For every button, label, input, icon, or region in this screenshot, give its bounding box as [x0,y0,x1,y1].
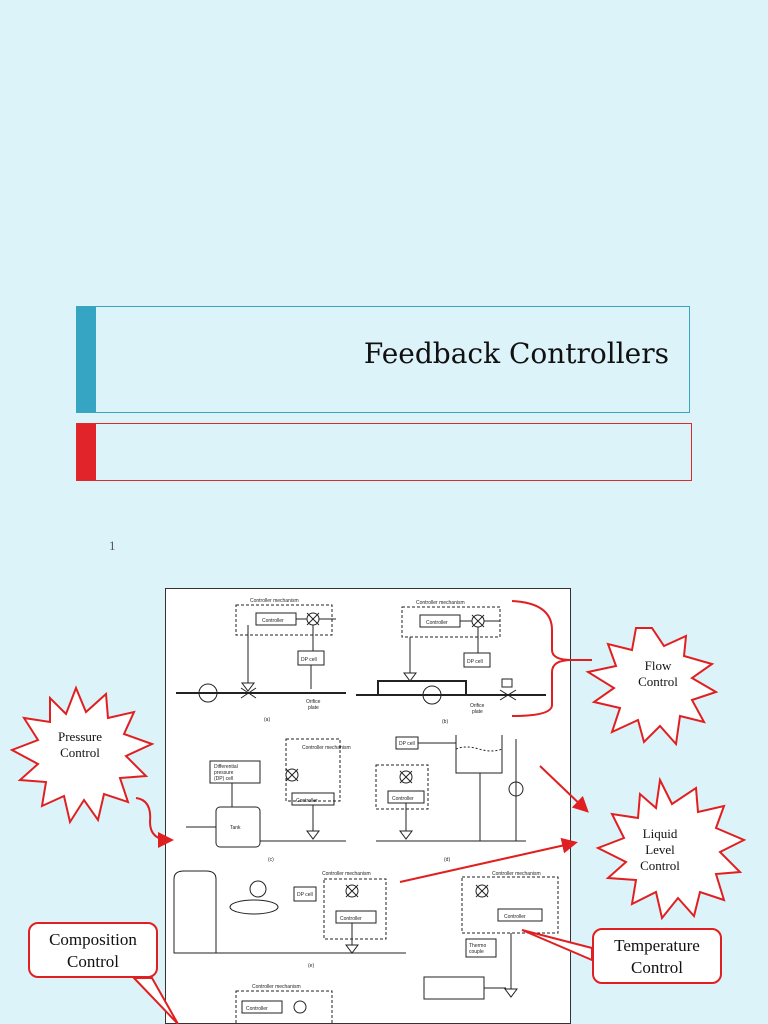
label-dp-3-c: (DP) cell [214,776,233,782]
diagram-drawing: Controller mechanism Controller DP cell … [173,598,559,1023]
pump-b [422,685,442,705]
callout-level: Liquid Level Control [630,826,690,874]
label-controller-d: Controller [392,796,414,802]
drum-e [229,899,279,915]
label-controller-mechanism-g: Controller mechanism [252,984,301,990]
comparator-c [285,768,299,782]
label-controller-mechanism-b: Controller mechanism [416,600,465,606]
label-dp-cell-e: DP cell [297,892,313,898]
label-controller-a: Controller [262,618,284,624]
dp-cell-box-b [463,652,491,668]
controller-box-e [335,910,377,924]
callout-flow-line2: Control [638,674,678,689]
dp-cell-box-e [293,886,317,902]
label-controller-e: Controller [340,916,362,922]
label-thermo-f: Thermo [469,943,486,949]
dp-cell-box-c [209,760,261,784]
tank-d [455,735,503,774]
comparator-f [475,884,489,898]
callout-temperature-line1: Temperature [614,936,700,955]
label-controller-mechanism-e: Controller mechanism [322,871,371,877]
callout-flow-line1: Flow [644,658,672,673]
label-panel-d: (d) [444,857,450,863]
label-controller-mechanism-a: Controller mechanism [250,598,299,604]
callout-temperature-line2: Control [631,958,683,977]
callout-level-line3: Control [640,858,680,873]
title-accent-bar [77,307,96,412]
subtitle-box [76,423,692,481]
label-couple-f: couple [469,949,484,955]
callout-temperature: Temperature Control [592,928,722,984]
label-orifice-a: Orifice [306,699,321,705]
label-dp-cell-b: DP cell [467,659,483,665]
label-panel-b: (b) [442,719,448,725]
callout-composition-line1: Composition [49,930,137,949]
callout-level-line1: Liquid [642,826,678,841]
label-panel-e: (e) [308,963,314,969]
label-dp-cell-a: DP cell [301,657,317,663]
label-controller-f: Controller [504,914,526,920]
column-e [173,870,217,954]
label-tank-c: Tank [230,825,241,831]
controller-mechanism-box-c [285,738,341,802]
process-control-diagram: Controller mechanism Controller DP cell … [165,588,571,1024]
callout-pressure: Pressure Control [46,729,114,761]
subtitle-accent-bar [77,424,96,480]
controller-mechanism-box-d [375,764,429,810]
label-dp-2-c: pressure [214,770,234,776]
label-controller-c: Controller [296,798,318,804]
callout-pressure-line1: Pressure [57,729,103,744]
callout-pressure-line2: Control [60,745,100,760]
comparator-d [399,770,413,784]
comparator-e [345,884,359,898]
controller-mechanism-box-b [401,606,501,638]
label-panel-c: (c) [268,857,274,863]
label-dp-cell-d: DP cell [399,741,415,747]
thermocouple-box-f [465,938,497,958]
pump-a [198,683,218,703]
label-orifice-b: Orifice [470,703,485,709]
label-plate-a: plate [308,705,319,711]
label-controller-g: Controller [246,1006,268,1012]
label-panel-a: (a) [264,717,270,723]
heat-exchanger-f [423,976,485,1000]
page-number: 1 [109,538,116,553]
label-controller-mechanism-f: Controller mechanism [492,871,541,877]
callout-flow: Flow Control [626,658,690,690]
controller-mechanism-box-a [235,604,333,636]
controller-box-f [497,908,543,922]
label-controller-mechanism-c: Controller mechanism [302,745,351,751]
title-box: Feedback Controllers [76,306,690,413]
controller-mechanism-box-e [323,878,387,940]
callout-level-line2: Level [645,842,675,857]
label-dp-1-c: Differential [214,764,238,770]
controller-box-g [241,1000,283,1014]
callout-composition: Composition Control [28,922,158,978]
label-plate-b: plate [472,709,483,715]
callout-composition-line2: Control [67,952,119,971]
label-controller-b: Controller [426,620,448,626]
slide-title: Feedback Controllers [363,337,669,370]
